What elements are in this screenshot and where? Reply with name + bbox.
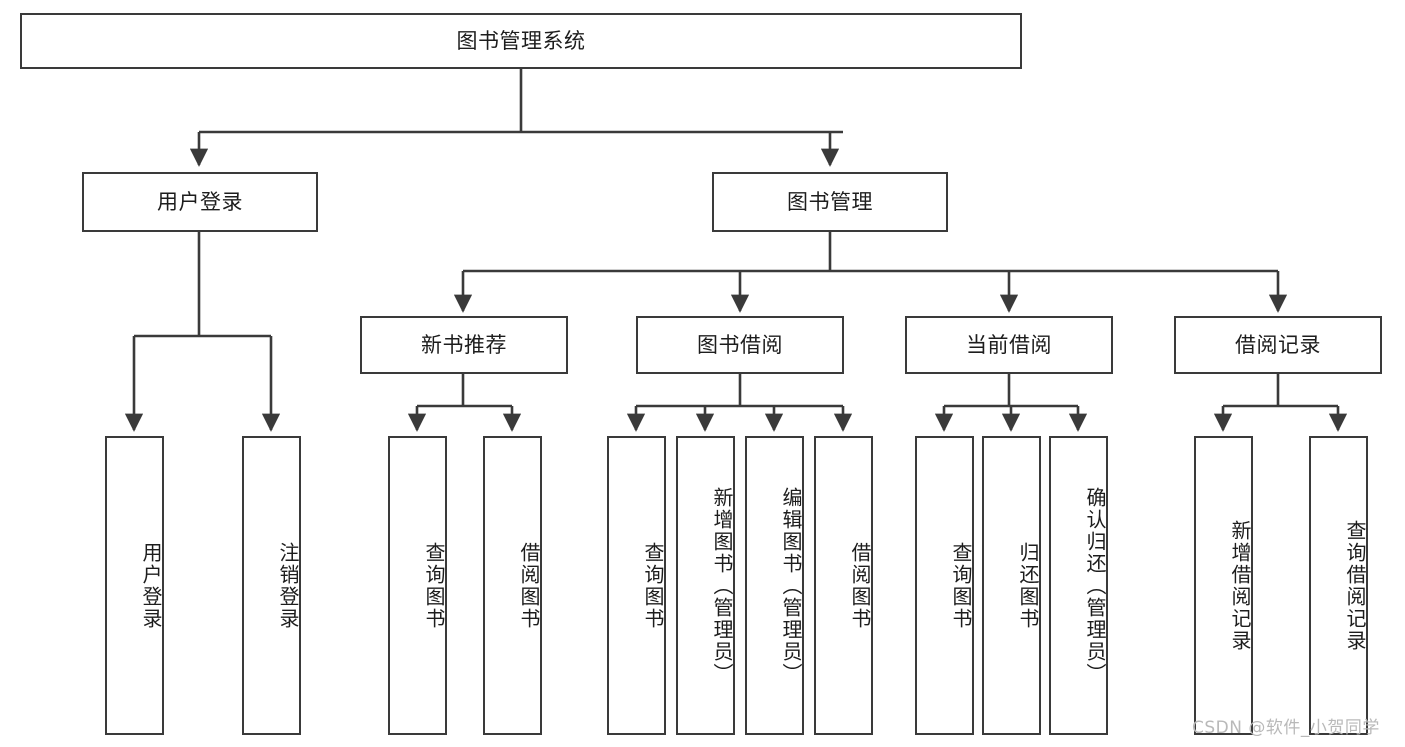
- node-root[interactable]: 图书管理系统: [20, 13, 1022, 69]
- leaf-borrow-book[interactable]: 借阅图书: [814, 436, 873, 735]
- leaf-add-book-admin[interactable]: 新增图书（管理员）: [676, 436, 735, 735]
- leaf-return-book[interactable]: 归还图书: [982, 436, 1041, 735]
- node-new-book-recommend[interactable]: 新书推荐: [360, 316, 568, 374]
- node-book-management-label: 图书管理: [787, 189, 873, 214]
- leaf-query-book-newbook-label: 查询图书: [422, 541, 446, 630]
- leaf-return-book-label: 归还图书: [1016, 541, 1040, 630]
- leaf-query-book-borrow-label: 查询图书: [641, 541, 665, 630]
- node-user-login[interactable]: 用户登录: [82, 172, 318, 232]
- leaf-user-login-label: 用户登录: [139, 541, 163, 630]
- leaf-query-book-current-label: 查询图书: [949, 541, 973, 630]
- leaf-edit-book-admin[interactable]: 编辑图书（管理员）: [745, 436, 804, 735]
- node-root-label: 图书管理系统: [456, 28, 586, 53]
- leaf-query-book-current[interactable]: 查询图书: [915, 436, 974, 735]
- node-book-borrow[interactable]: 图书借阅: [636, 316, 844, 374]
- node-borrow-records[interactable]: 借阅记录: [1174, 316, 1382, 374]
- leaf-query-borrow-record[interactable]: 查询借阅记录: [1309, 436, 1368, 735]
- leaf-confirm-return-admin-label: 确认归还（管理员）: [1083, 486, 1107, 685]
- leaf-add-borrow-record[interactable]: 新增借阅记录: [1194, 436, 1253, 735]
- leaf-confirm-return-admin[interactable]: 确认归还（管理员）: [1049, 436, 1108, 735]
- leaf-logout[interactable]: 注销登录: [242, 436, 301, 735]
- leaf-query-book-newbook[interactable]: 查询图书: [388, 436, 447, 735]
- node-user-login-label: 用户登录: [157, 189, 243, 214]
- leaf-query-borrow-record-label: 查询借阅记录: [1343, 519, 1367, 652]
- node-book-management[interactable]: 图书管理: [712, 172, 948, 232]
- node-current-borrow-label: 当前借阅: [966, 332, 1052, 357]
- leaf-borrow-book-newbook-label: 借阅图书: [517, 541, 541, 630]
- node-new-book-recommend-label: 新书推荐: [421, 332, 507, 357]
- leaf-borrow-book-label: 借阅图书: [848, 541, 872, 630]
- leaf-logout-label: 注销登录: [276, 541, 300, 630]
- leaf-add-borrow-record-label: 新增借阅记录: [1228, 519, 1252, 652]
- leaf-query-book-borrow[interactable]: 查询图书: [607, 436, 666, 735]
- node-borrow-records-label: 借阅记录: [1235, 332, 1321, 357]
- leaf-borrow-book-newbook[interactable]: 借阅图书: [483, 436, 542, 735]
- leaf-user-login[interactable]: 用户登录: [105, 436, 164, 735]
- node-book-borrow-label: 图书借阅: [697, 332, 783, 357]
- node-current-borrow[interactable]: 当前借阅: [905, 316, 1113, 374]
- leaf-edit-book-admin-label: 编辑图书（管理员）: [779, 486, 803, 685]
- watermark: CSDN @软件_小贺同学: [1192, 718, 1380, 738]
- leaf-add-book-admin-label: 新增图书（管理员）: [710, 486, 734, 685]
